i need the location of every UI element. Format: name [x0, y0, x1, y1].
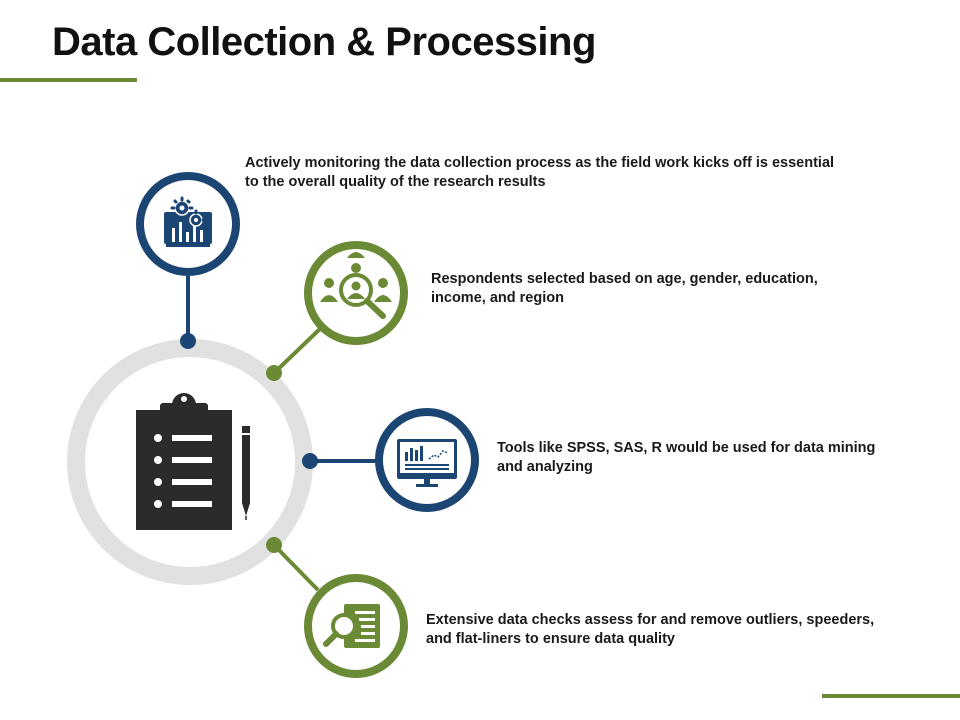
connector-2	[266, 325, 324, 381]
clipboard-checklist-pencil-icon	[136, 393, 250, 530]
step-4-description: Extensive data checks assess for and rem…	[426, 612, 875, 647]
monitoring-gears-chart-icon	[164, 196, 212, 247]
page-title: Data Collection & Processing	[52, 20, 596, 64]
connector-1	[180, 276, 196, 349]
connector-3	[302, 453, 376, 469]
connector-4	[266, 537, 320, 592]
step-2-description: Respondents selected based on age, gende…	[431, 271, 818, 306]
monitor-analytics-icon	[397, 439, 457, 487]
footer-accent-line	[822, 694, 960, 698]
document-search-icon	[323, 604, 380, 648]
step-node-1	[136, 172, 240, 276]
step-node-3	[375, 408, 479, 512]
step-node-4	[304, 574, 408, 678]
step-1-description: Actively monitoring the data collection …	[245, 155, 835, 190]
step-node-2	[304, 241, 408, 345]
people-search-icon	[320, 252, 392, 319]
title-accent-line	[0, 78, 137, 82]
step-3-description: Tools like SPSS, SAS, R would be used fo…	[497, 440, 876, 475]
